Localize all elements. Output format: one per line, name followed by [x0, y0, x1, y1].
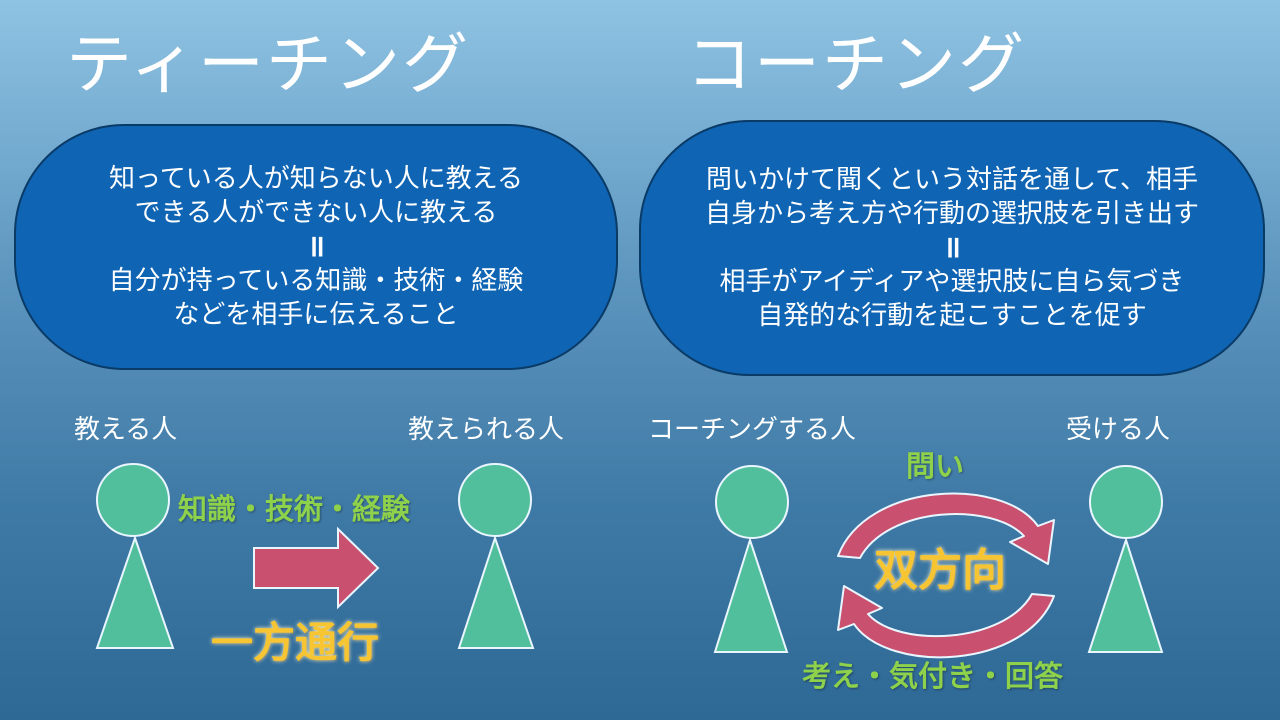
coach-label: コーチングする人: [648, 415, 857, 445]
two-way-label: 双方向: [874, 545, 1006, 596]
learner-label: 教えられる人: [408, 415, 565, 445]
learner-body: [457, 534, 535, 649]
coachee-head: [1089, 465, 1163, 539]
teacher-label: 教える人: [74, 415, 178, 445]
teacher-body: [95, 534, 175, 649]
teacher-head: [96, 463, 170, 537]
teaching-line-3: 自分が持っている知識・技術・経験: [108, 266, 524, 296]
teaching-line-1: 知っている人が知らない人に教える: [109, 164, 523, 194]
coach-head: [715, 465, 789, 539]
coaching-line-4: 自発的な行動を起こすことを促す: [757, 301, 1147, 331]
coaching-line-1: 問いかけて聞くという対話を通して、相手: [706, 165, 1198, 195]
teaching-title: ティーチング: [66, 26, 471, 103]
teaching-flow-label: 知識・技術・経験: [178, 492, 411, 526]
question-label: 問い: [906, 449, 965, 483]
coaching-definition-bubble: 問いかけて聞くという対話を通して、相手 自身から考え方や行動の選択肢を引き出す …: [639, 120, 1265, 376]
coach-body: [713, 536, 789, 653]
learner-person-icon: [457, 463, 535, 649]
one-way-arrow-icon: [253, 526, 380, 610]
coachee-body: [1087, 536, 1164, 653]
coaching-title: コーチング: [686, 26, 1026, 103]
teaching-line-4: などを相手に伝えること: [173, 300, 459, 330]
answer-label: 考え・気付き・回答: [802, 659, 1064, 693]
teaching-definition-bubble: 知っている人が知らない人に教える できる人ができない人に教える ॥ 自分が持って…: [14, 124, 618, 370]
teacher-person-icon: [95, 463, 175, 649]
coaching-equals-sign: ॥: [943, 230, 961, 265]
one-way-label: 一方通行: [211, 618, 380, 667]
coaching-line-3: 相手がアイディアや選択肢に自ら気づき: [719, 267, 1185, 297]
learner-head: [458, 463, 532, 537]
teaching-equals-sign: ॥: [307, 229, 325, 264]
top-arc-arrow: [837, 492, 1055, 565]
coaching-line-2: 自身から考え方や行動の選択肢を引き出す: [704, 199, 1199, 229]
teaching-line-2: できる人ができない人に教える: [134, 198, 498, 228]
bottom-arc-arrow: [837, 585, 1055, 659]
coachee-person-icon: [1087, 465, 1164, 653]
two-way-arrows-icon: [837, 492, 1055, 659]
coachee-label: 受ける人: [1066, 415, 1171, 445]
coach-person-icon: [713, 465, 789, 653]
